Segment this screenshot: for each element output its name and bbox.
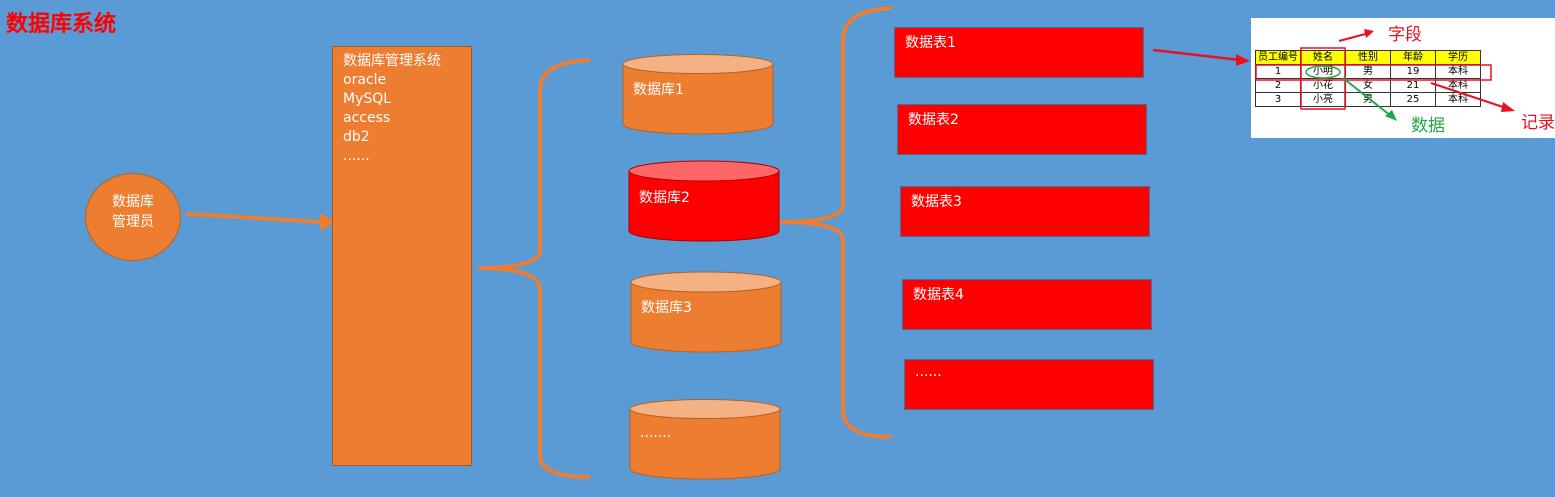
arrow-head-icon	[320, 213, 336, 231]
table-label: 数据表1	[905, 35, 956, 51]
annotations	[1255, 29, 1515, 121]
dbms-item: ......	[343, 148, 370, 164]
arrow-line	[185, 212, 323, 224]
database-cylinder: .......	[629, 399, 781, 482]
table-label: 数据表4	[913, 287, 964, 303]
table-label: 数据表3	[911, 194, 962, 210]
right-brace	[779, 6, 893, 439]
database-label: 数据库1	[633, 82, 684, 98]
data-table-box: 数据表3	[900, 186, 1150, 237]
dbms-title: 数据库管理系统	[343, 53, 441, 69]
dbms-item: oracle	[343, 72, 387, 88]
left-brace	[477, 58, 591, 479]
table-label: 数据表2	[908, 112, 959, 128]
data-table-box: 数据表4	[902, 279, 1152, 330]
database-cylinder: 数据库1	[622, 54, 774, 136]
database-label: .......	[640, 425, 672, 441]
data-label: 数据	[1411, 116, 1445, 136]
database-cylinder: 数据库3	[630, 271, 782, 355]
database-label: 数据库3	[641, 300, 692, 316]
data-table-box: 数据表1	[894, 27, 1144, 78]
admin-circle: 数据库 管理员	[85, 173, 181, 261]
database-label: 数据库2	[639, 190, 690, 206]
admin-label-1: 数据库	[112, 194, 154, 210]
dbms-item: MySQL	[343, 91, 392, 107]
cell: 25	[1390, 92, 1436, 107]
dbms-item: access	[343, 110, 391, 126]
data-table-box: ......	[904, 359, 1154, 410]
field-label: 字段	[1388, 25, 1422, 45]
data-table-box: 数据表2	[897, 104, 1147, 155]
dbms-box: 数据库管理系统 oracle MySQL access db2 ......	[332, 46, 472, 466]
header-cell: 性别	[1345, 50, 1391, 65]
header-cell: 年龄	[1390, 50, 1436, 65]
diagram-title: 数据库系统	[6, 12, 117, 37]
dbms-item: db2	[343, 129, 370, 145]
admin-label-2: 管理员	[112, 214, 154, 230]
table-label: ......	[915, 364, 942, 380]
record-label: 记录	[1521, 113, 1555, 133]
database-cylinder: 数据库2	[628, 160, 780, 244]
